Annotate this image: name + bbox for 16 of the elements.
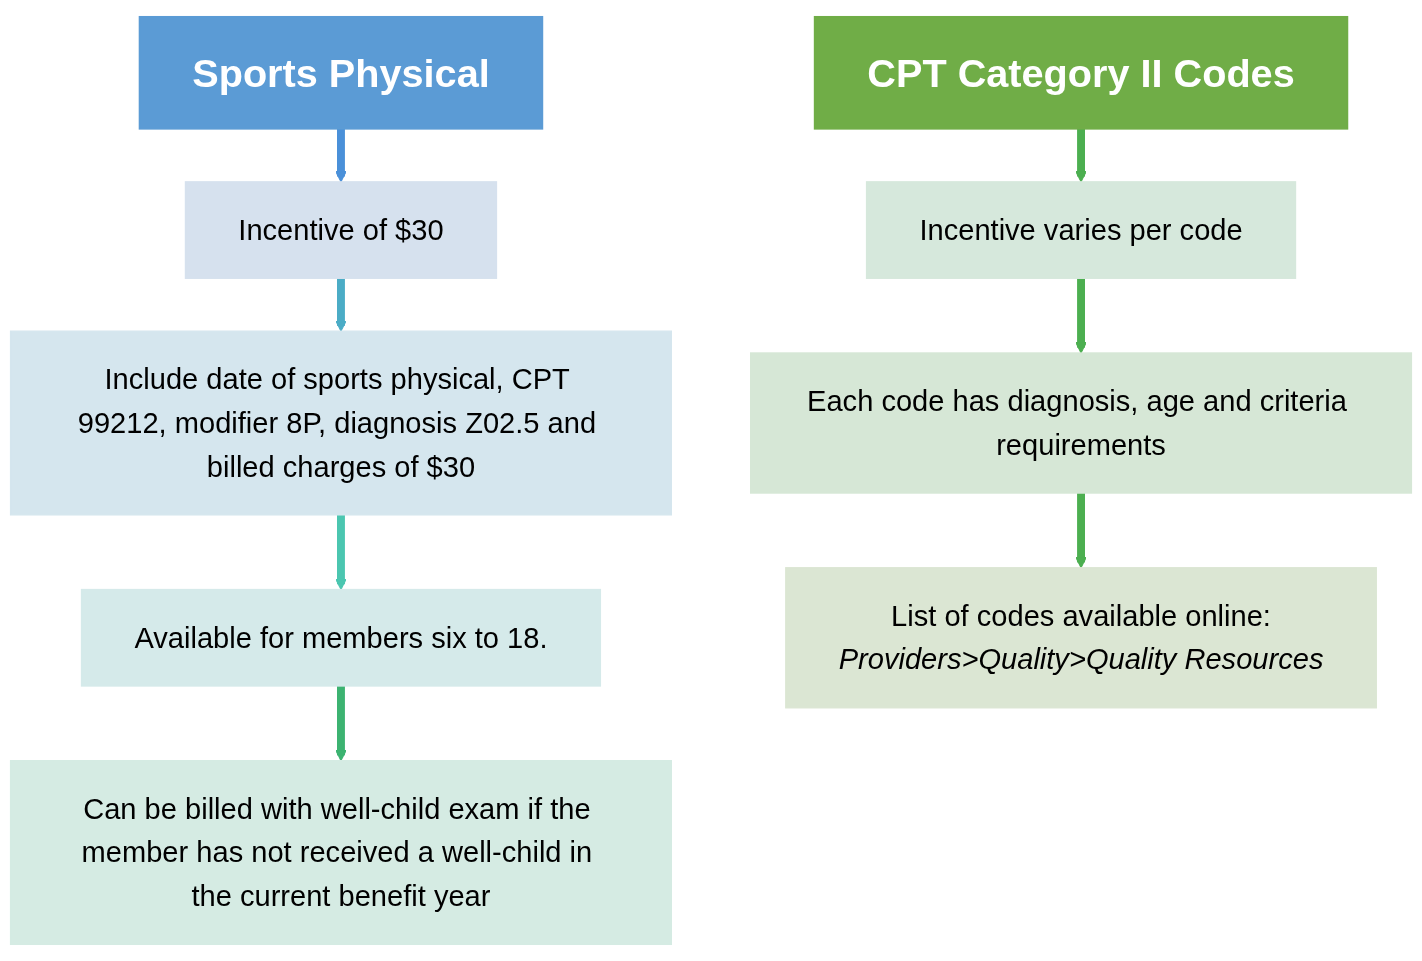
node-box: CPT Category II Codes: [813, 15, 1349, 130]
node-box: Each code has diagnosis, age and criteria requirements: [750, 352, 1413, 494]
node-box: Incentive varies per code: [865, 181, 1297, 279]
arrow: [1075, 278, 1087, 354]
arrow: [1075, 128, 1087, 183]
node-box: Available for members six to 18.: [80, 588, 602, 687]
arrow: [335, 278, 347, 332]
node-box: Sports Physical: [138, 15, 544, 130]
node-box: Can be billed with well-child exam if the member has not received a well-child in the current benefit year: [9, 760, 672, 946]
node-box: Include date of sports physical, CPT 99212, modifier 8P, diagnosis Z02.5 and billed charges of $30: [9, 330, 672, 516]
arrow: [335, 128, 347, 183]
node-box: List of codes available online: Providers>Quality>Quality Resources: [785, 567, 1377, 709]
arrow: [335, 686, 347, 762]
node-box: Incentive of $30: [184, 181, 498, 279]
arrow: [335, 514, 347, 591]
arrow: [1075, 493, 1087, 569]
